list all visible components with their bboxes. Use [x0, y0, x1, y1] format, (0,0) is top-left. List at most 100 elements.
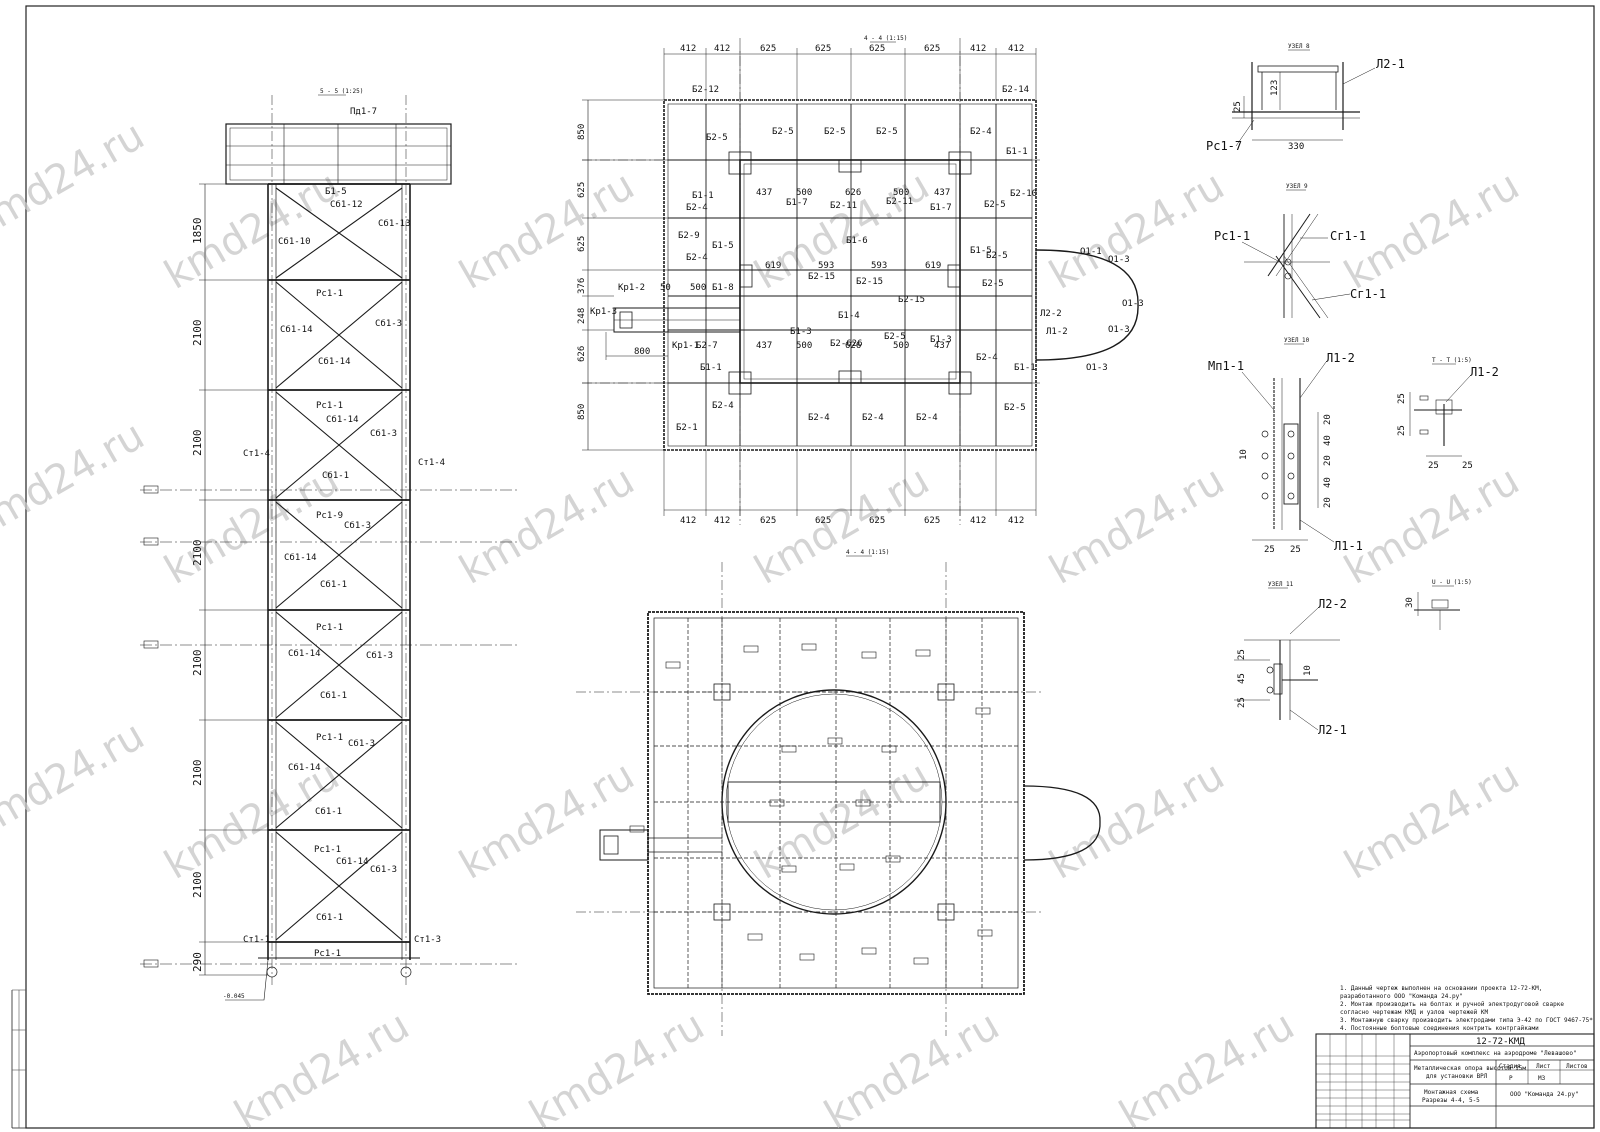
object-name-2: для установки ВРЛ — [1426, 1073, 1488, 1080]
detail-section-u — [1414, 585, 1460, 630]
part-mark: Сб1-1 — [320, 690, 347, 701]
part-mark: Б2-4 — [712, 401, 734, 411]
dim-label: 500 — [796, 341, 812, 351]
sheet-title-1: Монтажная схема — [1424, 1089, 1479, 1096]
note-line: 3. Монтажную сварку производить электрод… — [1340, 1017, 1593, 1024]
dim-label: 25 — [1397, 425, 1407, 436]
part-mark: Б1-6 — [846, 236, 868, 246]
part-mark: Сб1-1 — [316, 912, 343, 923]
note-line: 4. Постоянные болтовые соединения контри… — [1340, 1025, 1539, 1032]
part-mark: Б2-5 — [982, 279, 1004, 289]
detail-node-11-text: УЗЕЛ 11 Л2-2 Л2-1 25 45 25 10 — [1237, 581, 1347, 737]
dim-label: 2100 — [191, 540, 204, 567]
dim-label: 30 — [1405, 597, 1415, 608]
part-mark: Л2-2 — [1040, 309, 1062, 319]
watermark: kmd24.ru — [817, 1002, 1007, 1132]
dim-label: 412 — [680, 44, 696, 54]
watermark: kmd24.ru — [522, 1002, 712, 1132]
part-mark: Сб1-10 — [278, 236, 311, 247]
part-mark: Рс1-1 — [316, 733, 343, 743]
dim-label: 2100 — [191, 430, 204, 457]
part-mark: Рс1-7 — [1206, 139, 1242, 153]
dim-label: 625 — [577, 182, 587, 198]
part-mark: Б2-5 — [1004, 403, 1026, 413]
dim-label: 412 — [1008, 516, 1024, 526]
part-mark: Б2-12 — [692, 85, 719, 95]
part-mark: Сб1-3 — [370, 864, 397, 875]
part-mark: Сб1-3 — [344, 520, 371, 531]
part-mark: Б2-4 — [686, 253, 708, 263]
detail-section-u-text: U - U (1:5) 30 — [1405, 579, 1472, 608]
detail-node-11 — [1234, 587, 1340, 731]
detail-node-10-text: УЗЕЛ 10 Мп1-1 Л1-2 Л1-1 20 40 20 40 20 1… — [1208, 337, 1363, 555]
detail-node-9-text: УЗЕЛ 9 Рс1-1 Сг1-1 Сг1-1 — [1214, 183, 1386, 301]
plan-4-4-bottom — [576, 555, 1101, 1036]
dim-label: 40 — [1323, 477, 1333, 488]
dim-label: 619 — [925, 261, 941, 271]
dim-label: 800 — [634, 347, 650, 357]
part-mark: Сб1-14 — [280, 324, 313, 335]
watermark: kmd24.ru — [227, 1002, 417, 1132]
watermark-layer: kmd24.ru kmd24.ru kmd24.ru kmd24.ru kmd2… — [0, 112, 1527, 1132]
part-mark: Мп1-1 — [1208, 359, 1244, 373]
dim-label: 248 — [577, 308, 587, 324]
part-mark: Сб1-3 — [370, 428, 397, 439]
dim-label: 500 — [893, 341, 909, 351]
dim-label: 412 — [970, 44, 986, 54]
plan-4-4-bottom-title: 4 - 4 (1:15) — [846, 549, 889, 556]
dim-label: 330 — [1288, 142, 1304, 152]
dim-label: 625 — [815, 44, 831, 54]
watermark: kmd24.ru — [0, 112, 152, 248]
dim-label: 20 — [1323, 497, 1333, 508]
dim-label: 412 — [680, 516, 696, 526]
part-mark: Б1-1 — [1014, 363, 1036, 373]
detail-section-t-text: Т - Т (1:5) Л1-2 25 25 25 25 — [1397, 357, 1499, 471]
sheet-frame — [25, 5, 1595, 1129]
part-mark: Б2-15 — [856, 277, 883, 287]
part-mark: Сб1-3 — [366, 650, 393, 661]
dim-label: 437 — [756, 188, 772, 198]
part-mark: Сб1-1 — [320, 579, 347, 590]
dim-label: 500 — [893, 188, 909, 198]
dim-label: 2100 — [191, 760, 204, 787]
note-line: согласно чертежам КМД и узлов чертежей К… — [1340, 1009, 1488, 1016]
dim-label: 625 — [577, 236, 587, 252]
part-mark: Сб1-12 — [330, 199, 363, 210]
part-mark: Б2-5 — [772, 127, 794, 137]
dim-label: 25 — [1428, 461, 1439, 471]
dim-label: 437 — [934, 188, 950, 198]
dim-label: 593 — [818, 261, 834, 271]
watermark: kmd24.ru — [157, 457, 347, 593]
part-mark: Б2-1 — [676, 423, 698, 433]
part-mark: Сб1-14 — [336, 856, 369, 867]
part-mark: Ст1-3 — [414, 935, 441, 945]
dim-label: 10 — [1239, 449, 1249, 460]
part-mark: Ст1-1 — [243, 935, 270, 945]
detail-node-10 — [1241, 343, 1335, 543]
dim-label: 850 — [577, 124, 587, 140]
dim-label: 45 — [1237, 673, 1247, 684]
node-11-title: УЗЕЛ 11 — [1268, 581, 1294, 588]
plan-4-4-top-title: 4 - 4 (1:15) — [864, 35, 907, 42]
part-mark: Л1-1 — [1334, 539, 1363, 553]
watermark: kmd24.ru — [0, 412, 152, 548]
watermark: kmd24.ru — [1042, 752, 1232, 888]
part-mark: Л2-1 — [1318, 723, 1347, 737]
part-mark: О1-3 — [1108, 325, 1130, 335]
part-mark: Б1-1 — [700, 363, 722, 373]
sheet-value: М3 — [1538, 1075, 1546, 1082]
dim-label: 625 — [869, 44, 885, 54]
drawing-code: 12-72-КМД — [1476, 1037, 1525, 1047]
node-10-title: УЗЕЛ 10 — [1284, 337, 1310, 344]
part-mark: Б2-14 — [1002, 85, 1029, 95]
elevation-mark: -0.045 — [223, 993, 245, 1000]
part-mark: Б2-4 — [808, 413, 830, 423]
dim-label: 25 — [1397, 393, 1407, 404]
object-name: Металлическая опора высотой 15м — [1414, 1065, 1526, 1072]
node-8-title: УЗЕЛ 8 — [1288, 43, 1310, 50]
sheet-header: Лист — [1536, 1063, 1551, 1070]
watermark: kmd24.ru — [1042, 162, 1232, 298]
watermark: kmd24.ru — [747, 162, 937, 298]
detail-node-8-text: УЗЕЛ 8 Л2-1 Рс1-7 25 123 330 — [1206, 43, 1405, 153]
